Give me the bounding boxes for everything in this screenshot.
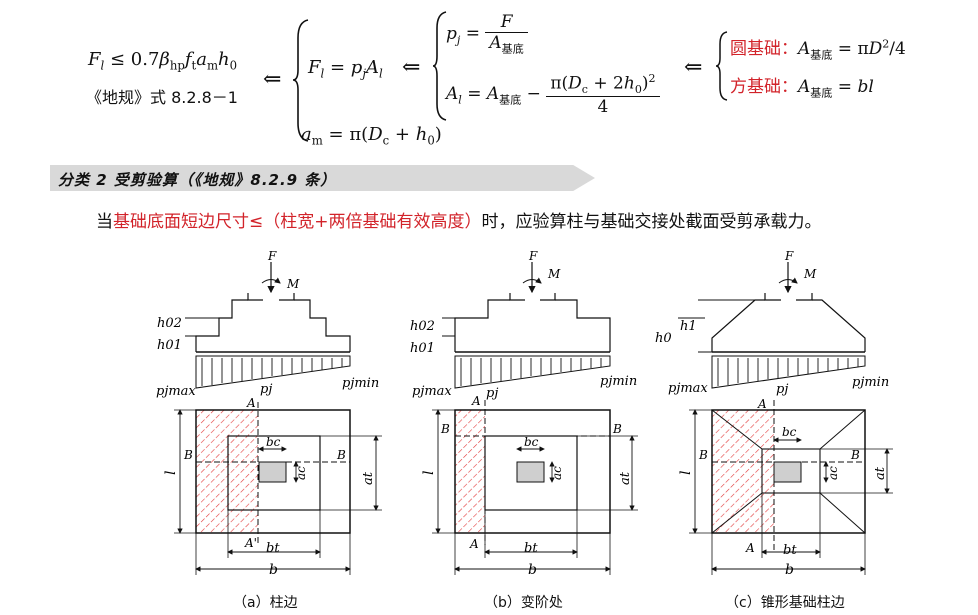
figure-b: F M h02 h01 pjmax pj pjmin (410, 249, 638, 578)
label-F: F (267, 249, 277, 263)
label-pjmax-c: pjmax (668, 381, 708, 396)
label-ac-b: ac (550, 466, 564, 480)
brace-2 (432, 11, 447, 121)
label-A-a: A (246, 396, 256, 410)
label-h02: h02 (157, 316, 182, 331)
label-Aprime-a: A' (244, 536, 257, 550)
label-at-c: at (873, 466, 888, 480)
label-l-b: l (421, 471, 437, 475)
label-F-c: F (784, 249, 794, 263)
label-B-a-left: B (183, 448, 193, 462)
brace-1 (292, 19, 309, 142)
label-bc-c: bc (782, 425, 797, 439)
section-band (50, 165, 595, 191)
figures-diagram: F M h02 h01 pjmax pj pjmin (156, 249, 893, 578)
square-foundation: 方基础：A基底 = bl (730, 77, 874, 100)
label-l-a: l (163, 471, 179, 475)
label-A-c-bottom: A (745, 541, 755, 555)
body-text: 当基础底面短边尺寸≤（柱宽+两倍基础有效高度）时，应验算柱与基础交接处截面受剪承… (96, 207, 822, 232)
brace1-line1: Fl = pjAl (308, 57, 383, 81)
label-h01-b: h01 (410, 341, 435, 356)
label-b-c: b (785, 562, 794, 578)
label-bt-a: bt (266, 541, 280, 556)
brace1-line2: am = π(Dc + h0) (301, 124, 442, 148)
figure-a: F M h02 h01 pjmax pj pjmin (156, 249, 382, 578)
label-bc-b: bc (524, 435, 539, 449)
implies-arrow-1: ⇐ (263, 67, 282, 92)
label-h01: h01 (157, 338, 182, 353)
label-at-b: at (618, 471, 633, 485)
label-pjmax-b: pjmax (412, 384, 452, 399)
brace-3 (715, 31, 728, 101)
label-B-c-right: B (850, 448, 860, 462)
label-A-b-bottom: A (469, 537, 479, 551)
section-heading: 分类 2 受剪验算（《地规》8.2.9 条） (58, 171, 337, 189)
implies-arrow-3: ⇐ (684, 55, 703, 80)
label-pj-c: pj (776, 382, 788, 397)
label-F-b: F (528, 249, 538, 263)
body-prefix: 当 (96, 212, 113, 232)
label-pjmin-c: pjmin (852, 375, 889, 390)
label-pjmin-a: pjmin (342, 376, 379, 391)
label-B-a-right: B (336, 448, 346, 462)
label-at-a: at (361, 471, 376, 485)
label-bt-b: bt (524, 541, 538, 556)
body-suffix: 时，应验算柱与基础交接处截面受剪承载力。 (481, 212, 822, 232)
figure-c: F M h0 h1 pjmax pj pjmin (655, 249, 893, 578)
label-h1-c: h1 (680, 319, 697, 334)
label-A-c-top: A (757, 397, 767, 411)
main-formula: Fl ≤ 0.7βhpftamh0 (88, 49, 238, 73)
label-pjmin-b: pjmin (600, 374, 637, 389)
label-ac-c: ac (826, 466, 840, 480)
label-pj-a: pj (260, 382, 272, 397)
label-b-a: b (269, 562, 278, 578)
label-l-c: l (678, 471, 694, 475)
label-h0-c: h0 (655, 331, 672, 346)
label-B-b-left: B (440, 422, 450, 436)
circle-label: 圆基础： (730, 39, 798, 59)
body-red: 基础底面短边尺寸≤（柱宽+两倍基础有效高度） (113, 212, 482, 232)
label-pj-b: pj (486, 386, 498, 401)
label-M-b: M (547, 267, 561, 281)
label-B-c-left: B (698, 448, 708, 462)
implies-arrow-2: ⇐ (402, 55, 421, 80)
square-label: 方基础： (730, 77, 798, 97)
formula-reference: 《地规》式 8.2.8－1 (86, 88, 238, 107)
label-M-c: M (803, 267, 817, 281)
circle-foundation: 圆基础：A基底 = πD2/4 (730, 37, 906, 62)
caption-a: （a）柱边 (233, 595, 298, 611)
label-b-b: b (528, 562, 537, 578)
caption-b: （b）变阶处 (484, 595, 563, 611)
label-M: M (286, 277, 300, 291)
label-bc-a: bc (266, 435, 281, 449)
label-A-b-top: A (471, 394, 481, 408)
label-ac-a: ac (294, 466, 308, 480)
label-pjmax-a: pjmax (156, 384, 196, 399)
label-h02-b: h02 (410, 319, 435, 334)
caption-c: （c）锥形基础柱边 (725, 595, 845, 611)
label-B-b-right: B (612, 422, 622, 436)
label-bt-c: bt (783, 543, 797, 558)
